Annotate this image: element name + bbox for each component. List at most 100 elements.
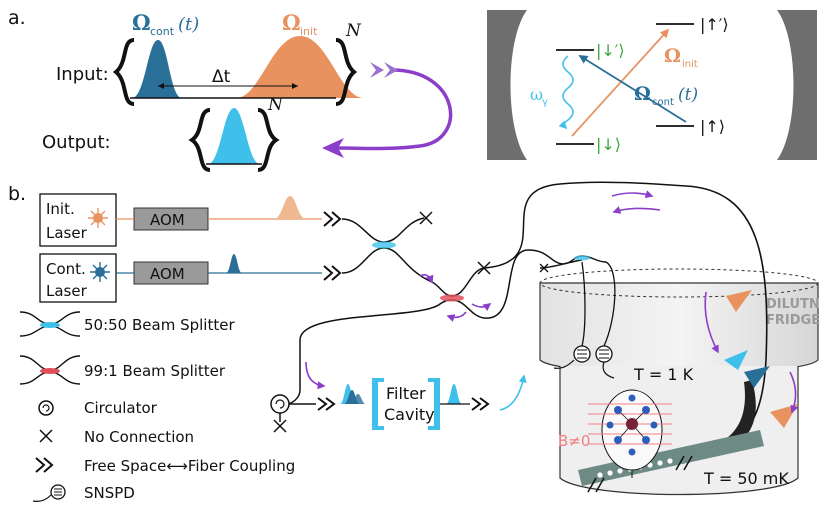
delta-t-label: Δt: [212, 67, 231, 87]
loop-chevrons: [370, 62, 398, 78]
legend-snspd-icon-lines: [54, 488, 62, 496]
input-label: Input:: [56, 64, 109, 85]
level-down-prime-label: |↓′⟩: [596, 41, 625, 60]
legend-5050-label: 50:50 Beam Splitter: [84, 316, 235, 334]
panel-b-label: b.: [8, 183, 26, 205]
output-pulse: [208, 108, 260, 164]
fridge-label-line1: DILUTN: [766, 297, 820, 312]
legend-991-label: 99:1 Beam Splitter: [84, 362, 226, 380]
splitter-991-lower-fiber: [299, 299, 485, 341]
legend-circulator-label: Circulator: [84, 399, 158, 417]
cavity-input-coupler-icon: [317, 397, 336, 411]
atom-lattice: [606, 394, 658, 456]
cont-fiber-coupler-icon: [323, 265, 342, 281]
output-n-label: N: [267, 95, 284, 115]
cont-laser-box: [39, 253, 117, 303]
fridge-init-pulse-1: [726, 290, 752, 312]
legend-no-connection-icon: [39, 429, 53, 443]
cavity-output-pulse: [446, 384, 462, 404]
level-up-prime-label: |↑′⟩: [700, 15, 729, 34]
level-omega-init-subscript: init: [682, 59, 698, 70]
fiber-to-circulator: [285, 340, 301, 405]
b-field-label: B≠0: [558, 432, 590, 450]
init-transition-arrow: [571, 28, 670, 137]
snspd-fiber-2: [581, 261, 586, 347]
level-omega-cont-argument: (t): [678, 85, 698, 105]
fridge-1k-label: T = 1 K: [633, 365, 694, 384]
flow-arrow-2: [446, 311, 467, 322]
omega-cont-symbol: Ω: [132, 10, 151, 35]
circulator-icon: [270, 394, 290, 414]
init-laser-label-line2: Laser: [46, 224, 88, 242]
output-right-brace: [257, 108, 280, 172]
flow-arrow-4: [305, 361, 326, 390]
fridge-50mk-label: T = 50 mK: [703, 469, 789, 488]
flow-arrow-6: [612, 206, 661, 214]
flow-arrow-8: [789, 371, 799, 414]
init-aom-label: AOM: [150, 211, 185, 229]
cont-laser-label-line1: Cont.: [46, 260, 86, 278]
omega-init-subscript: init: [300, 25, 318, 38]
level-up-label: |↑⟩: [700, 117, 725, 136]
level-omega-cont-subscript: cont: [652, 97, 674, 108]
omega-gamma-subscript: γ: [542, 97, 548, 108]
flow-arrow-3: [471, 303, 492, 312]
cavity-left-mirror: [372, 378, 384, 430]
legend-snspd-label: SNSPD: [84, 484, 135, 502]
splitter-991-junction: [440, 294, 464, 302]
fiber-to-fridge-upper: [483, 181, 687, 269]
snspd-splitter-lower: [539, 259, 583, 269]
init-fiber-coupler-icon: [323, 211, 342, 227]
cont-transition-arrow: [578, 55, 687, 123]
fridge-label-line2: FRIDGE: [766, 313, 820, 328]
legend-no-connection-label: No Connection: [84, 428, 194, 446]
loop-arrowhead: [322, 138, 344, 158]
cavity-right-mirror: [428, 378, 440, 430]
legend-circulator-icon: [38, 400, 54, 416]
splitter-5050-upper-fiber: [341, 217, 425, 243]
snspd-no-connection-icon: [539, 263, 549, 273]
legend: 50:50 Beam Splitter 99:1 Beam Splitter C…: [19, 311, 295, 502]
snspd-detector-2-icon: [595, 345, 615, 379]
waveguide-break-left: [587, 477, 605, 493]
flow-arrow-1: [419, 274, 434, 284]
circulator-inner-arrow: [275, 399, 285, 409]
level-left-bracket: [487, 10, 527, 160]
init-laser-box: [39, 193, 117, 247]
fridge-cont-pulse: [744, 366, 770, 388]
fridge-top-rim: [539, 268, 819, 298]
snspd-detector-1-icon: [553, 345, 591, 369]
cont-laser-label-line2: Laser: [46, 282, 88, 300]
output-label: Output:: [42, 132, 111, 153]
legend-circulator-icon-arrow: [42, 404, 50, 412]
legend-snspd-icon-wire: [32, 494, 52, 502]
omega-cont-subscript: cont: [150, 25, 175, 38]
splitter-5050-no-connection-icon: [419, 211, 433, 225]
input-n-label: N: [345, 21, 362, 41]
flow-arrow-7: [704, 291, 719, 354]
splitter-5050-junction: [372, 241, 396, 249]
fiber-to-fridge-lower: [483, 249, 563, 319]
flow-arrow-5: [611, 190, 654, 198]
level-diagram-box: [487, 10, 817, 160]
level-right-bracket: [777, 10, 817, 160]
cont-aom-label: AOM: [150, 265, 185, 283]
init-beam-pulse: [274, 196, 306, 219]
legend-5050-icon-junction: [40, 322, 60, 328]
waveguide: [578, 430, 764, 486]
snspd-splitter-junction: [574, 255, 590, 261]
snspd-fiber-1: [603, 261, 616, 347]
waveguide-break-right: [675, 455, 693, 471]
level-down-label: |↓⟩: [596, 135, 621, 154]
cavity-output-coupler-icon: [471, 397, 490, 411]
splitter-991-upper-fiber: [431, 267, 485, 297]
cavity-input-pulse-blue-2: [350, 394, 366, 404]
cavity-label-line1: Filter: [386, 384, 426, 403]
legend-coupling-label: Free Space⟷Fiber Coupling: [84, 457, 295, 475]
omega-init-symbol: Ω: [282, 10, 301, 35]
legend-991-icon-junction: [40, 368, 60, 374]
init-laser-label-line1: Init.: [46, 200, 75, 218]
cont-laser-burst-icon: [90, 262, 110, 282]
input-right-brace: [335, 38, 358, 106]
